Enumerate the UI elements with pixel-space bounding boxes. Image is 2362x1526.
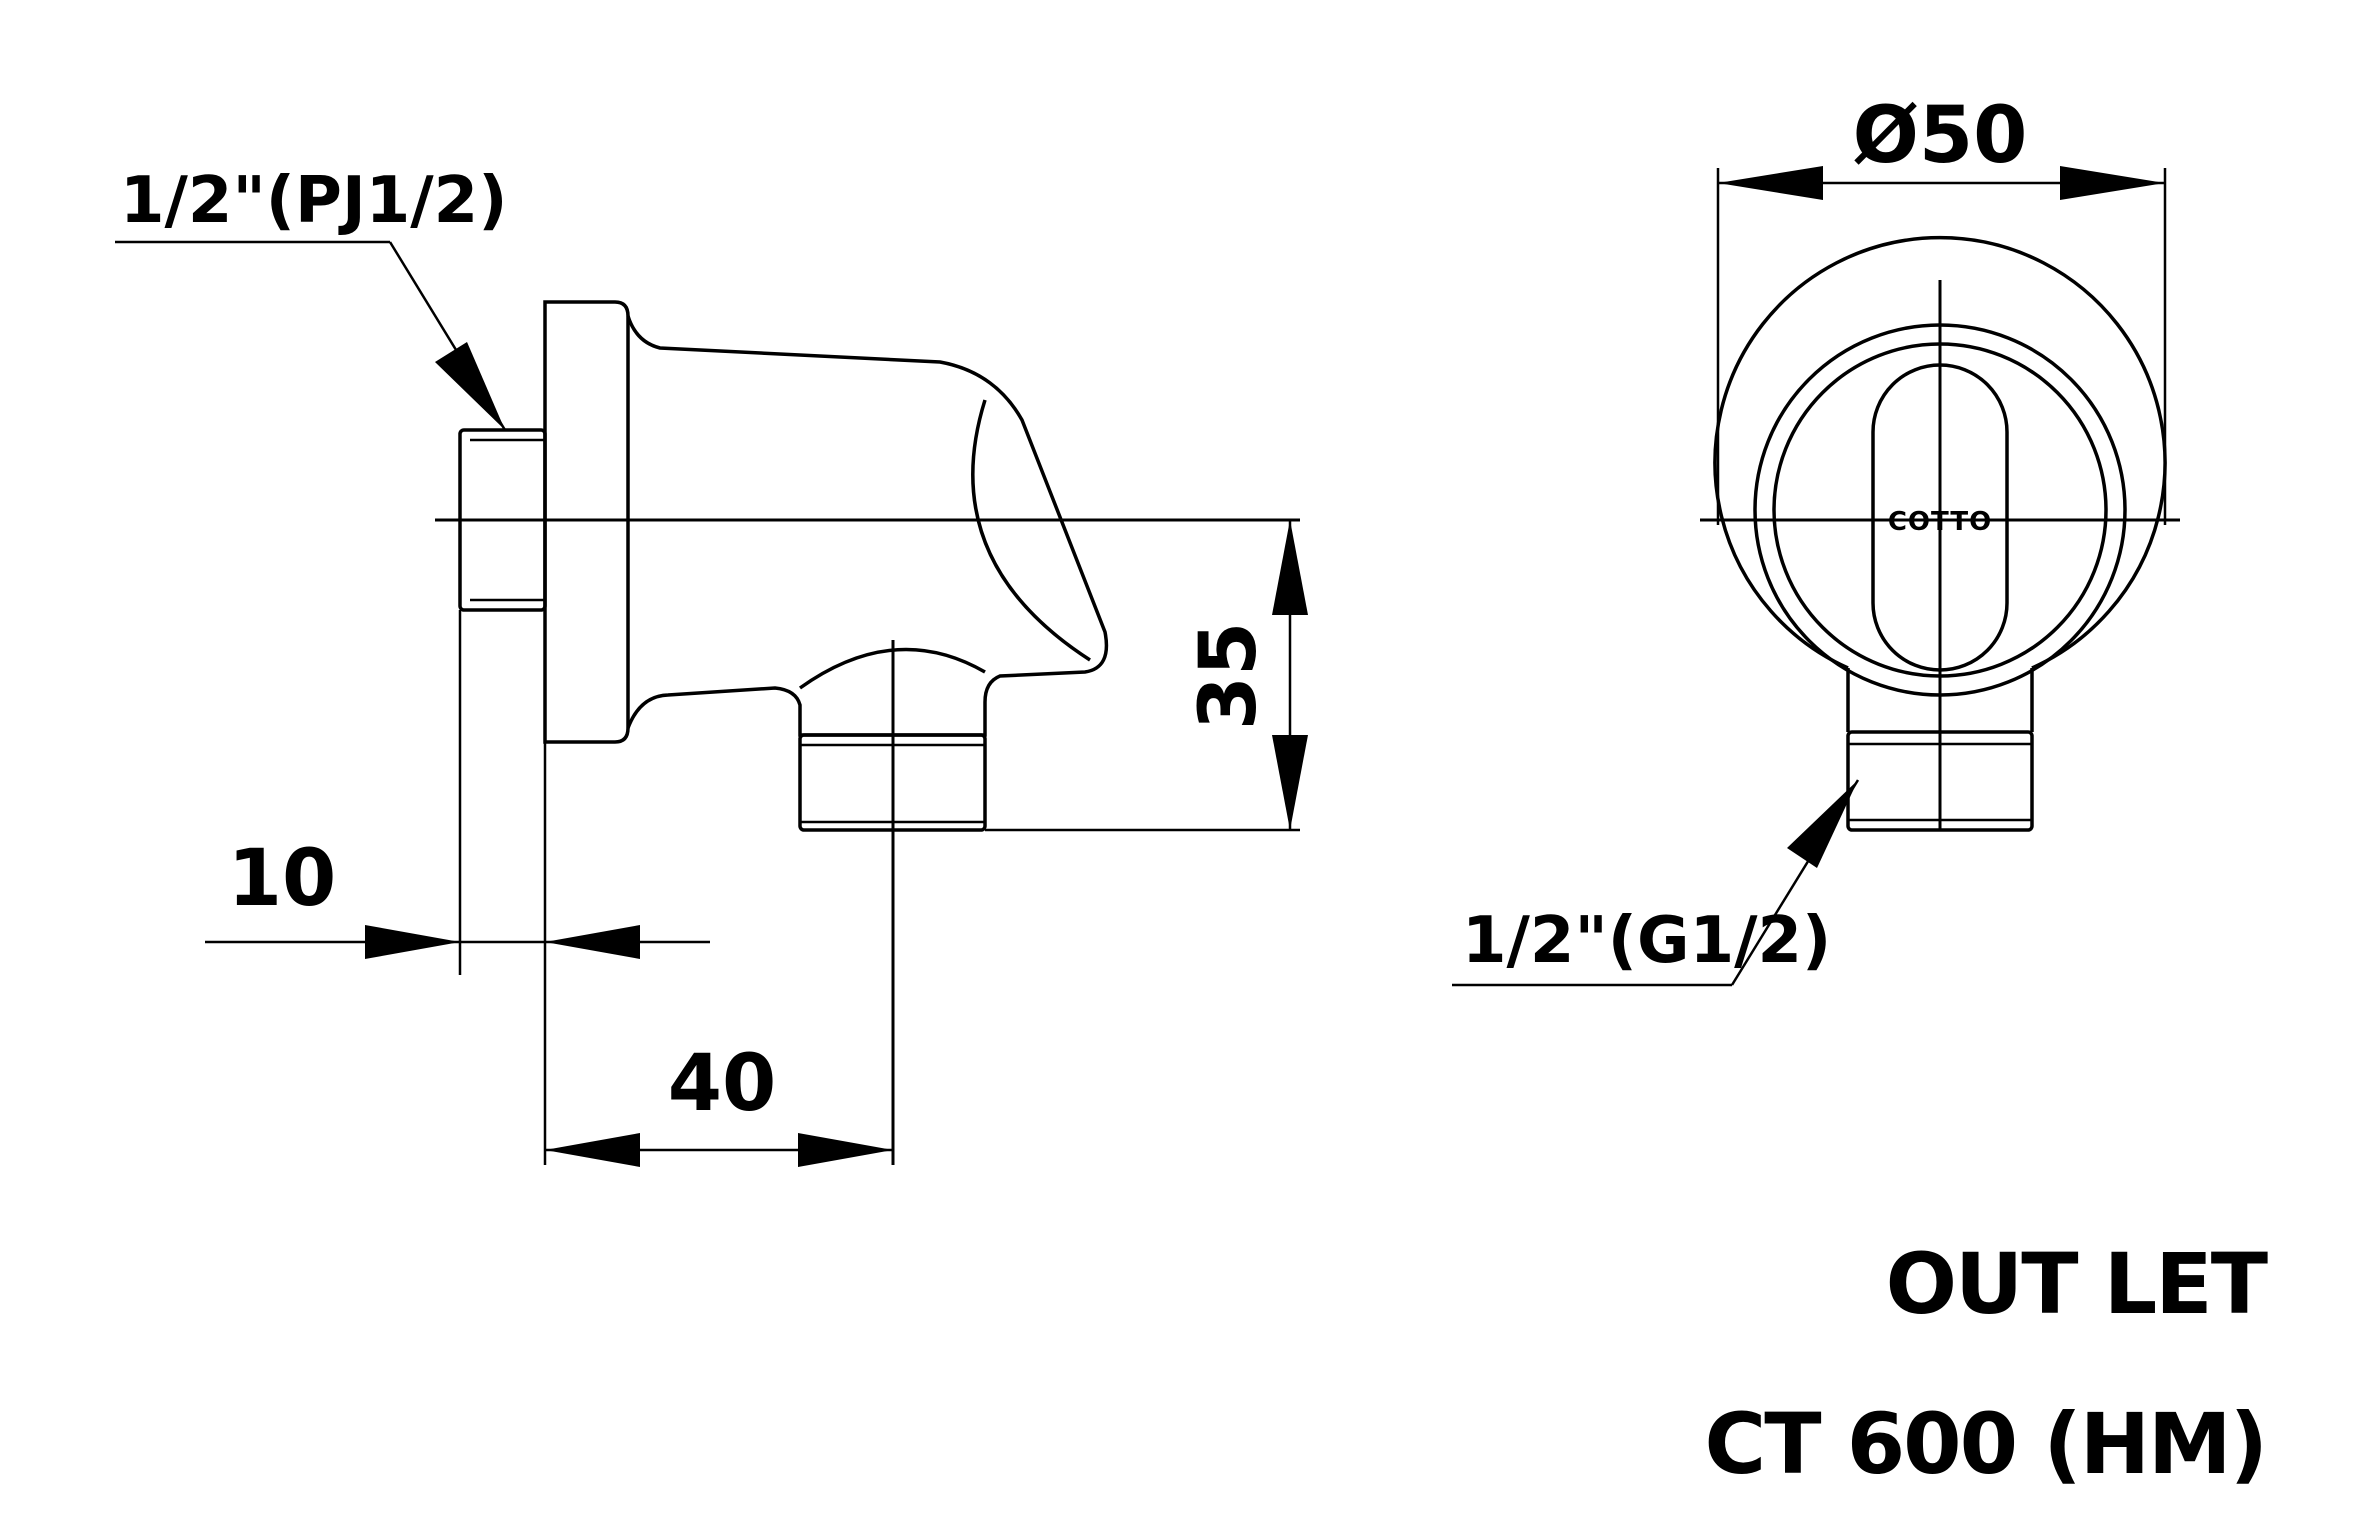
brand-logo: COTTO xyxy=(1888,507,1992,537)
front-outlet-neck xyxy=(1846,668,2034,832)
dim-diameter xyxy=(1716,166,2167,525)
inner-ring xyxy=(1772,342,2108,678)
dim-height xyxy=(1272,520,1308,830)
middle-ring xyxy=(1753,323,2127,697)
outlet-body xyxy=(626,315,1109,737)
oval-handle xyxy=(1871,363,2009,672)
dim-diameter-label: Ø50 xyxy=(1853,91,2028,181)
drawing-title: OUT LET xyxy=(1885,1235,2268,1333)
dim-flange-label: 10 xyxy=(228,834,337,924)
model-number: CT 600 (HM) xyxy=(1704,1395,2268,1493)
dim-flange xyxy=(205,925,710,959)
body-inner-curve xyxy=(971,399,1091,662)
inlet-thread-label: 1/2"(PJ1/2) xyxy=(120,164,507,238)
leader-outlet-thread xyxy=(1452,779,1860,987)
wall-flange xyxy=(543,300,630,744)
front-view: Ø50 COTTO 1/2"(G1/2) xyxy=(1452,91,2180,987)
dim-depth xyxy=(545,1133,893,1167)
dim-depth-label: 40 xyxy=(668,1039,777,1129)
outer-ring xyxy=(1713,235,2167,670)
dim-height-label: 35 xyxy=(1184,622,1274,731)
side-view: 35 10 40 1/2"(PJ1/2) xyxy=(115,164,1308,1167)
leader-inlet-thread xyxy=(115,240,507,431)
outlet-thread-label: 1/2"(G1/2) xyxy=(1462,904,1831,978)
